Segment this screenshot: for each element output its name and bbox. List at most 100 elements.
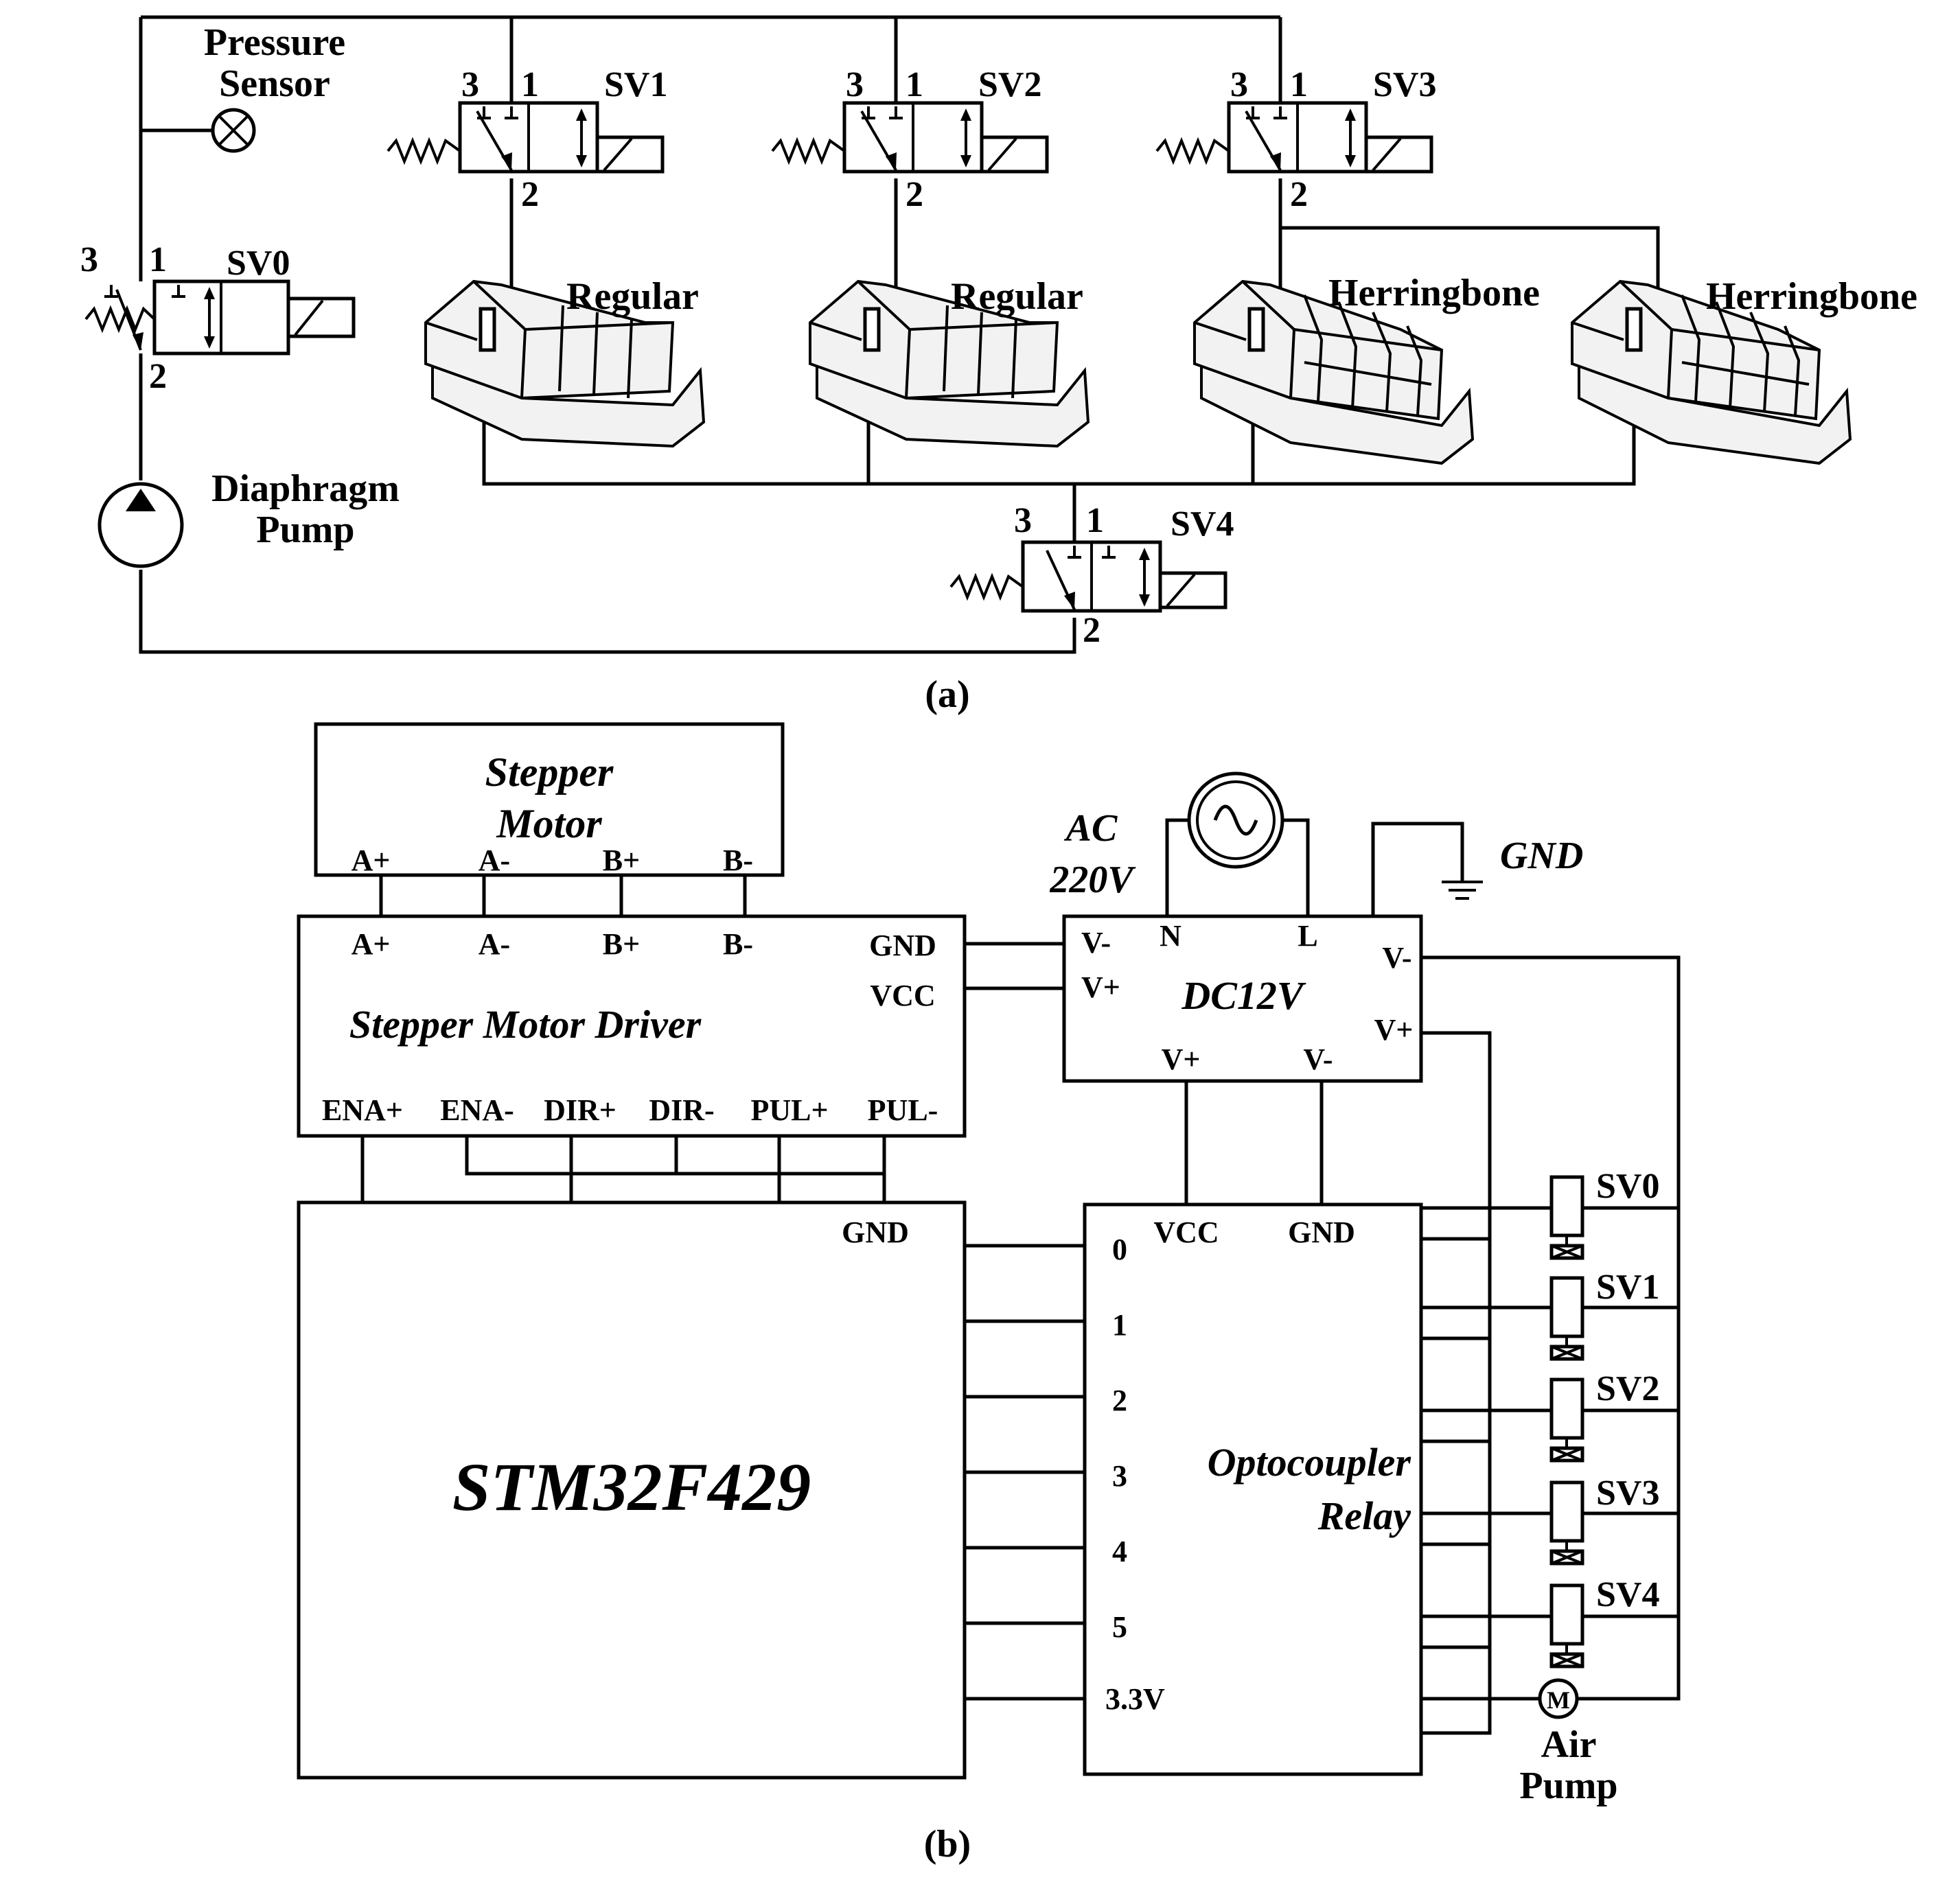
motor-pin-b-minus: B-	[723, 844, 753, 877]
sv2-label: SV2	[978, 65, 1041, 104]
air-pump-motor-icon	[1538, 1678, 1579, 1719]
driver-vcc: VCC	[870, 979, 935, 1012]
valve-sv3	[1155, 101, 1433, 174]
relay-vcc: VCC	[1153, 1216, 1219, 1249]
mcu-title: STM32F429	[452, 1449, 811, 1525]
air-pump-label-2: Pump	[1519, 1765, 1617, 1807]
motor-pin-a-minus: A-	[479, 844, 510, 877]
sv3-port-3: 3	[1230, 65, 1248, 104]
psu-right-v-minus: V-	[1382, 941, 1411, 975]
sv1-port-3: 3	[461, 65, 479, 104]
driver-pin-dir-minus: DIR-	[649, 1093, 714, 1127]
psu-l: L	[1298, 919, 1317, 953]
driver-pin-dir-plus: DIR+	[544, 1093, 616, 1127]
herringbone-actuator-icon	[1571, 279, 1852, 465]
driver-title: Stepper Motor Driver	[349, 1002, 702, 1047]
psu-right-v-plus: V+	[1374, 1013, 1414, 1047]
actuator-1-label: Regular	[566, 275, 699, 318]
pressure-sensor-icon	[211, 108, 256, 153]
sv1-port-2: 2	[521, 175, 539, 214]
ac-label-2: 220V	[1049, 859, 1136, 901]
relay-input-4: 4	[1112, 1535, 1127, 1568]
stepper-motor-label-2: Motor	[496, 801, 602, 846]
ac-label-1: AC	[1064, 807, 1118, 850]
driver-pin-a-plus: A+	[351, 927, 391, 961]
mcu-gnd: GND	[842, 1216, 909, 1249]
psu-bottom-v-plus: V+	[1162, 1043, 1201, 1076]
solenoid-coil-icons	[1549, 1175, 1584, 1668]
sv0-port-1: 1	[149, 240, 167, 279]
actuator-4-label: Herringbone	[1706, 275, 1917, 318]
mcu-box	[297, 1200, 967, 1780]
diaphragm-pump-icon	[97, 482, 184, 568]
air-pump-motor-symbol: M	[1547, 1686, 1570, 1714]
panel-b-caption: (b)	[924, 1823, 971, 1865]
sv1-port-1: 1	[521, 65, 539, 104]
solenoid-sv3-label: SV3	[1596, 1474, 1659, 1513]
ground-icon	[1442, 881, 1483, 900]
relay-input-5: 5	[1112, 1610, 1127, 1644]
actuator-2-label: Regular	[951, 275, 1083, 318]
psu-left-v-plus: V+	[1081, 970, 1120, 1004]
psu-bottom-v-minus: V-	[1303, 1043, 1333, 1076]
ac-source-icon	[1187, 771, 1284, 869]
psu-left-v-minus: V-	[1081, 926, 1111, 960]
driver-pin-ena-plus: ENA+	[322, 1093, 403, 1127]
air-pump-label-1: Air	[1541, 1723, 1597, 1766]
sv3-port-2: 2	[1290, 175, 1308, 214]
solenoid-sv0-label: SV0	[1596, 1167, 1659, 1206]
ground-label: GND	[1500, 835, 1583, 877]
dc12v-psu-box	[1062, 914, 1423, 1083]
sv1-label: SV1	[604, 65, 667, 104]
stepper-motor-box	[314, 722, 785, 877]
relay-input-3v3: 3.3V	[1105, 1682, 1165, 1716]
driver-pin-a-minus: A-	[479, 927, 510, 961]
herringbone-actuator-icon	[1193, 279, 1475, 465]
pressure-sensor-label-2: Sensor	[219, 62, 330, 105]
motor-pin-a-plus: A+	[351, 844, 391, 877]
sv2-port-3: 3	[846, 65, 864, 104]
relay-gnd: GND	[1288, 1216, 1355, 1249]
sv4-port-2: 2	[1083, 611, 1100, 650]
driver-pin-pul-plus: PUL+	[750, 1093, 828, 1127]
sv4-label: SV4	[1171, 504, 1234, 544]
sv0-port-3: 3	[80, 240, 98, 279]
driver-pin-b-plus: B+	[603, 927, 640, 961]
sv2-port-1: 1	[906, 65, 923, 104]
solenoid-sv2-label: SV2	[1596, 1369, 1659, 1408]
electrical-wires	[360, 818, 1681, 1735]
actuator-3-label: Herringbone	[1328, 272, 1540, 314]
stepper-driver-box	[297, 914, 967, 1138]
sv2-port-2: 2	[906, 175, 923, 214]
panel-a-caption: (a)	[925, 673, 969, 716]
sv4-port-1: 1	[1086, 501, 1104, 540]
valve-sv2	[771, 101, 1049, 174]
driver-pin-pul-minus: PUL-	[868, 1093, 938, 1127]
relay-title-1: Optocoupler	[1208, 1440, 1411, 1485]
relay-input-2: 2	[1112, 1384, 1127, 1417]
pump-label-1: Diaphragm	[211, 467, 400, 510]
pump-label-2: Pump	[256, 509, 354, 551]
sv4-port-3: 3	[1014, 501, 1032, 540]
relay-input-3: 3	[1112, 1459, 1127, 1493]
sv3-label: SV3	[1373, 65, 1436, 104]
sv0-port-2: 2	[149, 357, 167, 396]
psu-title: DC12V	[1181, 973, 1306, 1018]
relay-input-1: 1	[1112, 1308, 1127, 1342]
optocoupler-relay-box	[1083, 1202, 1423, 1776]
motor-pin-b-plus: B+	[603, 844, 640, 877]
regular-actuator-icon	[424, 279, 706, 448]
valve-sv4	[949, 540, 1227, 613]
relay-input-0: 0	[1112, 1233, 1127, 1266]
driver-gnd: GND	[869, 929, 936, 962]
solenoid-sv4-label: SV4	[1596, 1575, 1659, 1614]
valve-sv0	[84, 279, 356, 356]
pressure-sensor-label-1: Pressure	[204, 21, 345, 64]
panel-a-pneumatic-circuit: Pressure Sensor Diaphragm Pump 3 1 2 SV0	[80, 15, 1917, 716]
stepper-motor-label-1: Stepper	[485, 749, 614, 795]
regular-actuator-icon	[809, 279, 1090, 448]
solenoid-sv1-label: SV1	[1596, 1268, 1659, 1307]
sv0-label: SV0	[227, 244, 290, 283]
valve-sv1	[387, 101, 665, 174]
